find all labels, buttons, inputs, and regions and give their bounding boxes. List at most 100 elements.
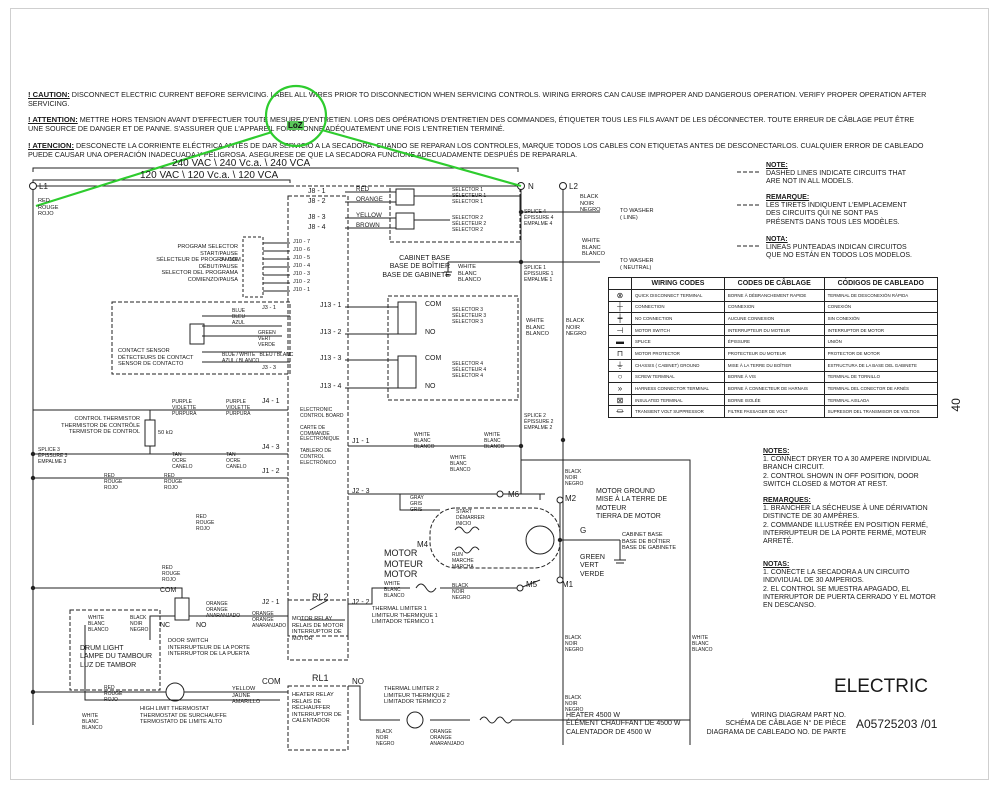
j2-3-gray-wire bbox=[348, 493, 440, 511]
drum-light-box bbox=[69, 609, 161, 691]
j10-1-label: J10 - 1 bbox=[293, 287, 311, 293]
atencion-text: DESCONECTE LA CORRIENTE ELÉCTRICA ANTES … bbox=[28, 141, 924, 160]
com-label-s3: COM bbox=[425, 301, 442, 308]
j4-1-label: J4 - 1 bbox=[262, 398, 280, 405]
codes-cell-en: QUICK DISCONNECT TERMINAL bbox=[631, 289, 725, 302]
no-label-s3: NO bbox=[425, 329, 436, 336]
atencion-heading: ! ATENCION: bbox=[28, 141, 74, 150]
codes-cell-fr: AUCUNE CONNEXION bbox=[723, 312, 825, 325]
electric-title: ELECTRIC bbox=[834, 676, 928, 697]
splice-4-label: SPLICE 4 ÉPISSURE 4 EMPALME 4 bbox=[524, 209, 554, 227]
nota-heading: NOTA: bbox=[766, 236, 788, 243]
voltage-240-label: 240 VAC \ 240 Vc.a. \ 240 VCA bbox=[172, 158, 311, 169]
neutral-to-heater-wire bbox=[521, 459, 691, 745]
green-wire: GREEN VERT VERDE bbox=[580, 554, 605, 578]
door-switch-body bbox=[174, 597, 190, 621]
j13-3-label: J13 - 3 bbox=[320, 355, 342, 362]
thermal-limiter-2-label: THERMAL LIMITER 2 LIMITEUR THERMIQUE 2 L… bbox=[384, 686, 450, 706]
j10-3-label: J10 - 3 bbox=[293, 271, 311, 277]
codes-cell-en: CHASSIS ( CABINET) GROUND bbox=[631, 358, 725, 372]
white-j1-wire: WHITE BLANC BLANCO bbox=[414, 432, 435, 450]
splice-3-label: SPLICE 3 ÉPISSURE 3 EMPALME 3 bbox=[38, 447, 68, 465]
remarques-text: 1. BRANCHER LA SÉCHEUSE À UNE DÉRIVATION… bbox=[763, 505, 928, 545]
white-blanc-wire: WHITE BLANC BLANCO bbox=[582, 238, 606, 258]
codes-cell-fr: BORNE À VIS bbox=[723, 370, 825, 384]
heater-relay-box bbox=[287, 685, 349, 751]
highlight-line-right bbox=[321, 128, 522, 188]
m5-label: M5 bbox=[526, 580, 538, 589]
no-label-rl1: NO bbox=[352, 677, 364, 686]
electronic-board-label: ELECTRONIC CONTROL BOARD CARTE DE COMMAN… bbox=[300, 407, 344, 467]
codes-cell-es: ESTRUCTURA DE LA BASE DEL GABINETE bbox=[823, 358, 939, 372]
caution-text: DISCONNECT ELECTRIC CURRENT BEFORE SERVI… bbox=[28, 90, 927, 109]
motor-relay-label: MOTOR RELAY RELAIS DE MOTOR INTERRUPTOR … bbox=[292, 616, 344, 642]
no-label-s4: NO bbox=[425, 383, 436, 390]
black-heater2-wire: BLACK NOIR NEGRO bbox=[565, 695, 584, 713]
orange-wire-2: ORANGE ORANGE ANARANJADO bbox=[252, 611, 287, 629]
notes-heading: NOTES: bbox=[763, 448, 790, 455]
codes-symbol-icon: » bbox=[608, 382, 632, 395]
heater-relay-label: HEATER RELAY RELAIS DE RÉCHAUFFER INTERR… bbox=[292, 692, 342, 725]
attention-text: METTRE HORS TENSION AVANT D'EFFECTUER TO… bbox=[28, 115, 915, 134]
j10-7-label: J10 - 7 bbox=[293, 239, 311, 245]
codes-cell-fr: BORNE ISOLÉE bbox=[723, 393, 825, 407]
orange-j8-wire: ORANGE bbox=[356, 196, 383, 203]
thermal-limiter-1-label: THERMAL LIMITER 1 LIMITEUR THERMIQUE 1 L… bbox=[372, 606, 438, 626]
highlight-line-left bbox=[35, 130, 273, 208]
black-drum-wire: BLACK NOIR NEGRO bbox=[130, 615, 149, 633]
no-label-door: NO bbox=[196, 622, 207, 629]
codes-cell-es: CONEXIÓN bbox=[823, 300, 939, 314]
codes-cell-fr: CONNEXION bbox=[723, 300, 825, 314]
codes-cell-fr: ÉPISSURE bbox=[723, 335, 825, 348]
j3-3-label: J3 - 3 bbox=[262, 365, 276, 371]
control-thermistor-body bbox=[144, 419, 156, 447]
m5-terminal bbox=[516, 584, 524, 592]
motor-ground-label: MOTOR GROUND MISE À LA TERRE DE MOTEUR T… bbox=[596, 488, 668, 520]
contact-sensor-body bbox=[189, 323, 205, 345]
watermark-text: LoZ bbox=[287, 121, 304, 131]
notas-heading: NOTAS: bbox=[763, 561, 790, 568]
sensor-blue-label: BLUE BLEU AZUL bbox=[232, 308, 246, 326]
tan-wire-1: TAN OCRE CANELO bbox=[172, 452, 193, 470]
high-limit-thermostat bbox=[165, 682, 185, 702]
codes-cell-fr: MISE À LA TERRE DU BOÎTIER bbox=[723, 358, 825, 372]
high-limit-thermostat-label: HIGH LIMIT THERMOSTAT THERMOSTAT DE SURC… bbox=[140, 706, 227, 726]
codes-cell-es: TERMINAL DEL CONECTOR DE ARNÉS bbox=[823, 382, 939, 395]
selector-4-label: SELECTOR 4 SÉLECTEUR 4 SELECTOR 4 bbox=[452, 361, 487, 379]
remarque-heading: REMARQUE: bbox=[766, 194, 810, 201]
white-drum-wire: WHITE BLANC BLANCO bbox=[88, 615, 109, 633]
m2-label: M2 bbox=[565, 494, 577, 503]
run-winding-label: RUN MARCHE MARCHA bbox=[452, 552, 474, 570]
selector-1-label: SELECTOR 1 SÉLECTEUR 1 SELECTOR 1 bbox=[452, 187, 487, 205]
red-wire-e: RED ROUGE ROJO bbox=[104, 685, 123, 703]
rl2-label: RL2 bbox=[312, 592, 329, 602]
codes-cell-fr: BORNE À DÉBRANCHEMENT RAPIDE bbox=[723, 289, 825, 302]
thermistor-value: 50 kΩ bbox=[158, 430, 173, 436]
com-label-rl1: COM bbox=[262, 677, 281, 686]
codes-symbol-icon: ⊓ bbox=[608, 346, 632, 360]
heater-element-wire bbox=[360, 716, 690, 724]
codes-symbol-icon: ▬ bbox=[608, 335, 632, 348]
codes-cell-en: SPLICE bbox=[631, 335, 725, 348]
cabinet-base-label: CABINET BASE BASE DE BOÎTIER BASE DE GAB… bbox=[382, 255, 450, 279]
n-label: N bbox=[528, 182, 534, 191]
codes-cell-en: MOTOR SWITCH bbox=[631, 323, 725, 337]
splice-2-label: SPLICE 2 ÉPISSURE 2 EMPALME 2 bbox=[524, 413, 554, 431]
g-label: G bbox=[580, 526, 587, 535]
codes-cell-es: SIN CONEXIÓN bbox=[823, 312, 939, 325]
codes-symbol-icon: ⊠ bbox=[608, 393, 632, 407]
page-number: 40 bbox=[948, 398, 963, 412]
nc-label: NC bbox=[160, 622, 171, 629]
motor-ground-wire bbox=[560, 539, 626, 564]
black-mid-wire: BLACK NOIR NEGRO bbox=[565, 635, 584, 653]
motor-relay-box bbox=[287, 599, 349, 661]
motor-outline bbox=[429, 507, 561, 569]
codes-symbol-icon: ⊗ bbox=[608, 289, 632, 302]
white-ground-wire: WHITE BLANC BLANCO bbox=[526, 318, 550, 338]
